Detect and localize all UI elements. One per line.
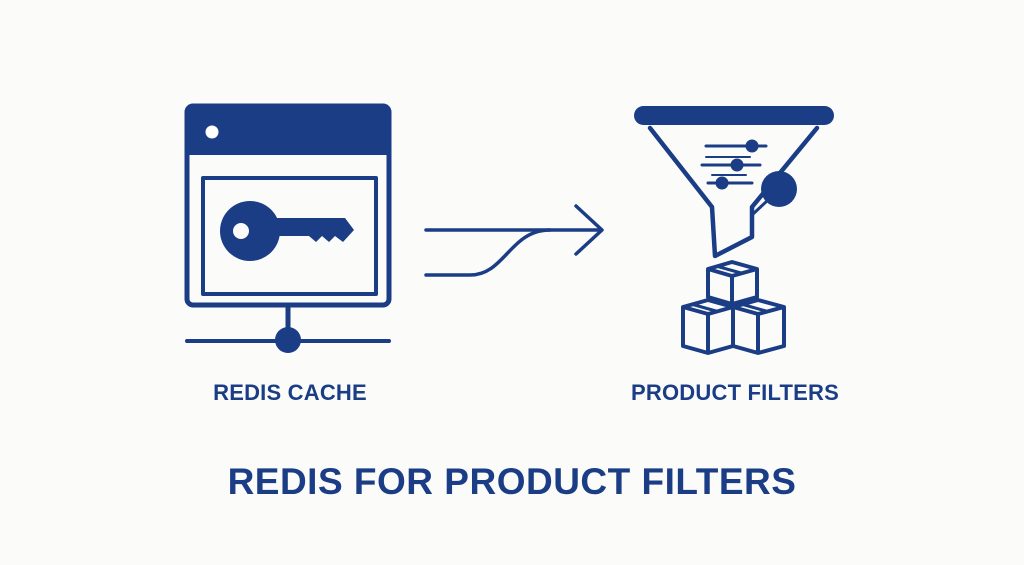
network-node <box>275 327 301 353</box>
arrow-head <box>574 204 604 256</box>
funnel-rim <box>634 106 834 125</box>
window-dot <box>205 125 219 139</box>
product-box <box>681 298 735 355</box>
redis-cache-icon <box>184 103 392 353</box>
product-filters-label: PRODUCT FILTERS <box>631 380 839 405</box>
product-box <box>706 260 759 306</box>
product-box <box>731 298 786 355</box>
sliders-icon <box>700 139 797 217</box>
boxes-icon <box>681 260 786 355</box>
funnel-icon <box>634 106 834 259</box>
filter-indicator-dot <box>761 171 797 207</box>
redis-cache-label: REDIS CACHE <box>213 380 367 405</box>
key-icon <box>220 201 354 261</box>
arrow-line-wave <box>424 228 552 277</box>
arrow-right-icon <box>424 204 604 277</box>
inner-frame-corner <box>201 176 217 192</box>
page-title: REDIS FOR PRODUCT FILTERS <box>227 461 797 502</box>
